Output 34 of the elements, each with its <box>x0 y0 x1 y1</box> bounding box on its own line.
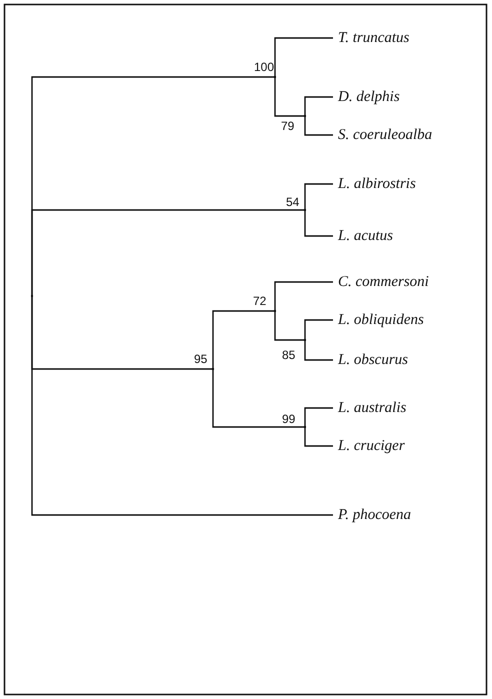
bootstrap-value: 99 <box>282 412 296 426</box>
tree-branch <box>304 183 333 210</box>
tree-branch <box>31 209 305 296</box>
tree-branch <box>212 369 305 428</box>
taxon-label: C. commersoni <box>333 272 429 292</box>
tree-branch <box>274 37 333 77</box>
tree-branch <box>274 77 305 117</box>
tree-branch <box>212 310 275 369</box>
taxon-label: L. australis <box>333 398 406 418</box>
tree-branch <box>304 96 333 116</box>
taxon-label: L. obscurus <box>333 350 408 370</box>
tree-branch <box>304 116 333 136</box>
bootstrap-value: 79 <box>281 119 294 133</box>
taxon-label: P. phocoena <box>333 505 412 525</box>
taxon-label: D. delphis <box>333 87 400 107</box>
tree-branch <box>304 407 333 427</box>
taxon-label: L. albirostris <box>333 174 416 194</box>
bootstrap-value: 54 <box>286 195 300 209</box>
bootstrap-value: 100 <box>254 60 274 74</box>
tree-branch <box>31 296 333 516</box>
bootstrap-value: 85 <box>282 348 296 362</box>
taxon-label: L. cruciger <box>333 436 405 456</box>
taxon-label: S. coeruleoalba <box>333 125 432 145</box>
taxon-label: L. acutus <box>333 226 394 246</box>
tree-branch <box>304 210 333 237</box>
bootstrap-value: 72 <box>253 294 266 308</box>
tree-branch <box>274 281 333 311</box>
taxon-label: L. obliquidens <box>333 310 424 330</box>
tree-branch <box>274 311 305 341</box>
tree-branch <box>304 319 333 340</box>
taxon-label: T. truncatus <box>333 28 410 48</box>
tree-branch <box>304 340 333 361</box>
tree-branch <box>304 427 333 447</box>
bootstrap-value: 95 <box>194 352 208 366</box>
